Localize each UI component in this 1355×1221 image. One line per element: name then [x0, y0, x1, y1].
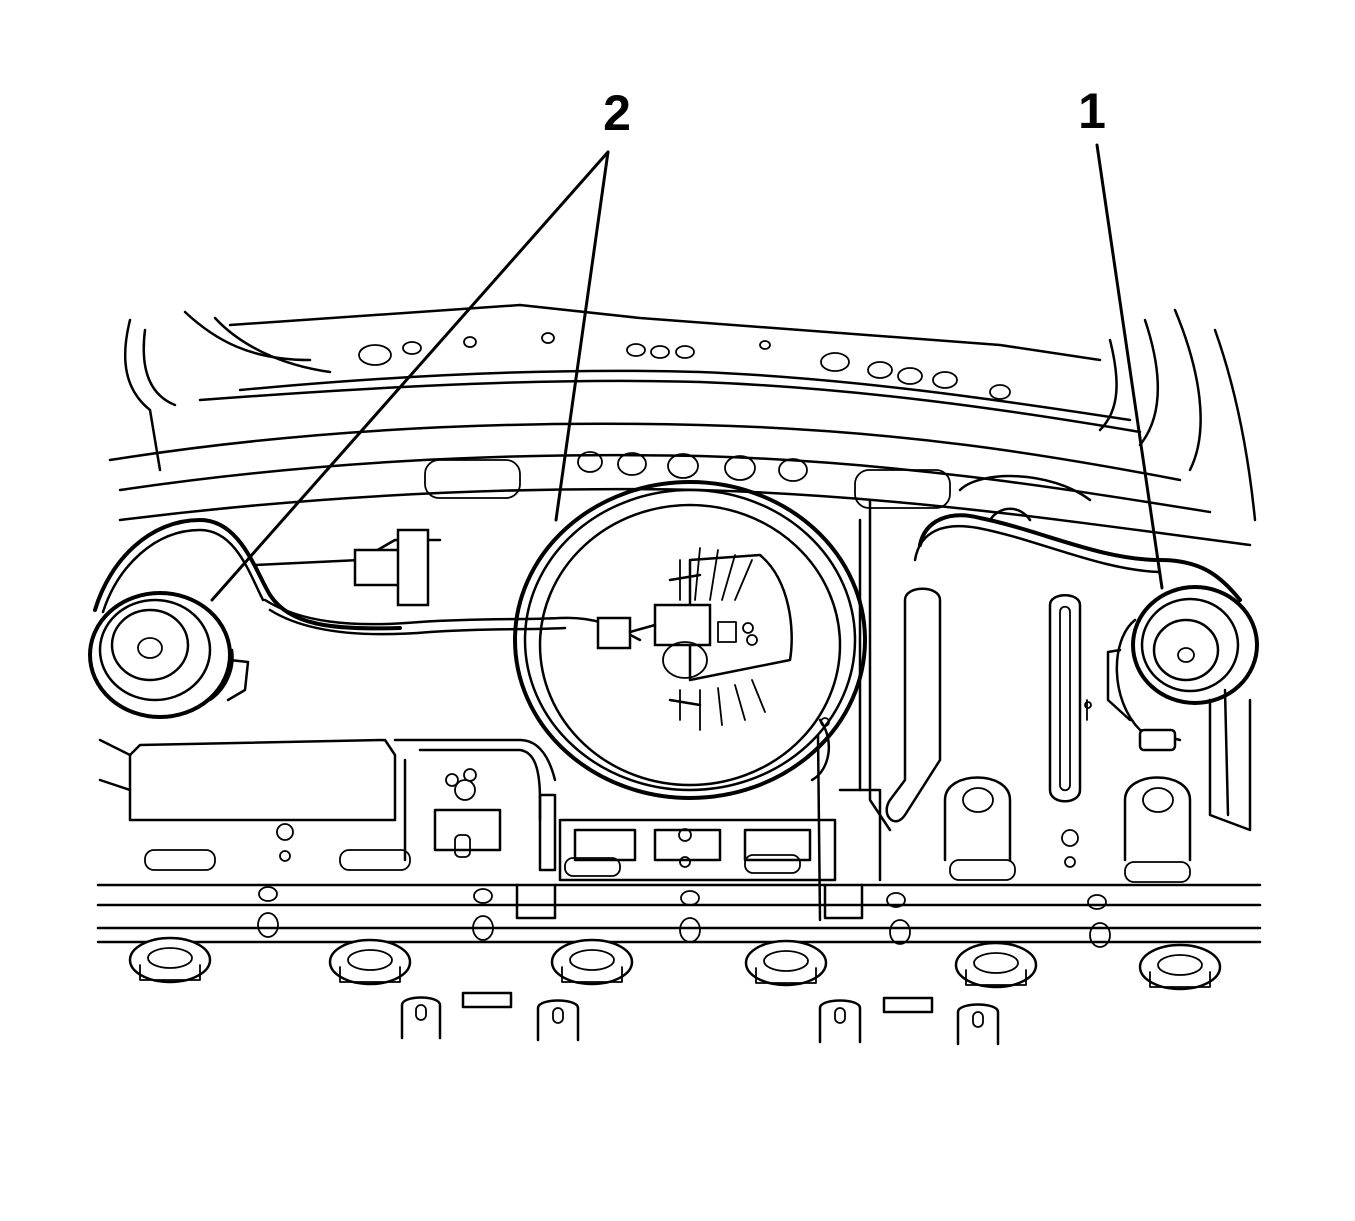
leader-line-2b: [554, 150, 610, 522]
fastener: [1138, 943, 1222, 991]
center-speaker: [513, 480, 867, 922]
bottom-rail: [96, 883, 1262, 948]
wiring-harness: [93, 474, 1242, 642]
upper-frame: [108, 303, 1257, 547]
fastener: [328, 938, 412, 986]
leader-line-1: [1095, 143, 1164, 590]
fastener: [744, 939, 828, 987]
left-tweeter: [88, 591, 250, 719]
fastener: [128, 936, 212, 984]
fastener: [550, 938, 634, 986]
retainer-tabs: [400, 991, 1000, 1046]
leader-line-2a: [210, 150, 610, 602]
callout-label-1: 1: [1078, 83, 1106, 139]
callout-label-2: 2: [603, 85, 631, 141]
leader-lines: [210, 143, 1164, 602]
fastener: [954, 941, 1038, 989]
lower-panel: [98, 498, 1192, 883]
push-pin-fasteners: [128, 936, 1222, 991]
right-tweeter: [1106, 585, 1259, 832]
